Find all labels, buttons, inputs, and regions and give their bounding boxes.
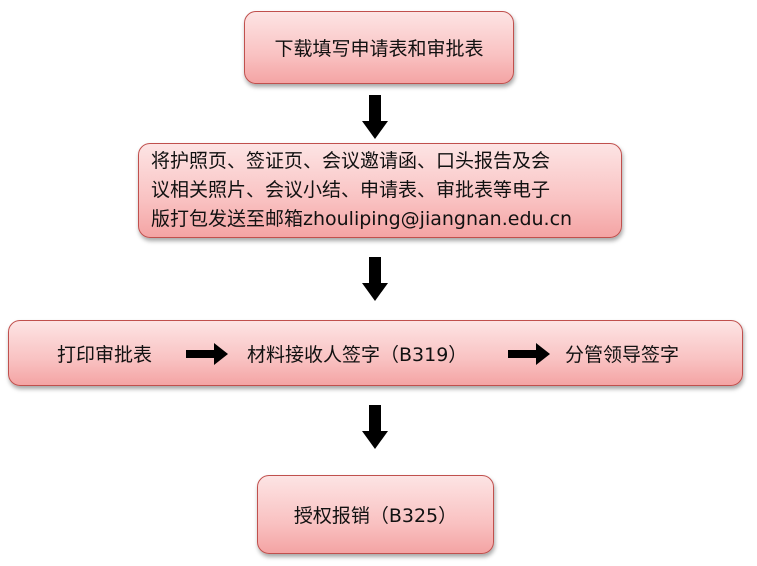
step-line: 版打包发送至邮箱zhouliping@jiangnan.edu.cn [151,208,573,230]
step-reimbursement: 授权报销（B325） [257,475,494,554]
step-sign-approval: 打印审批表 材料接收人签字（B319） 分管领导签字 [8,320,743,386]
down-arrow-icon [362,405,388,449]
step-line: 将护照页、签证页、会议邀请函、口头报告及会 [151,150,551,172]
step-email-materials: 将护照页、签证页、会议邀请函、口头报告及会 议相关照片、会议小结、申请表、审批表… [138,143,622,238]
sub-step-print: 打印审批表 [57,343,153,366]
down-arrow-icon [362,257,388,301]
step-line: 议相关照片、会议小结、申请表、审批表等电子 [151,179,551,201]
sub-step-leader-sign: 分管领导签字 [565,343,680,366]
right-arrow-icon [186,343,228,365]
sub-step-receiver-sign: 材料接收人签字（B319） [247,343,468,366]
step-label: 授权报销（B325） [293,505,458,527]
right-arrow-icon [508,343,550,365]
step-label: 下载填写申请表和审批表 [274,38,484,60]
down-arrow-icon [362,95,388,139]
step-download-forms: 下载填写申请表和审批表 [244,11,514,84]
